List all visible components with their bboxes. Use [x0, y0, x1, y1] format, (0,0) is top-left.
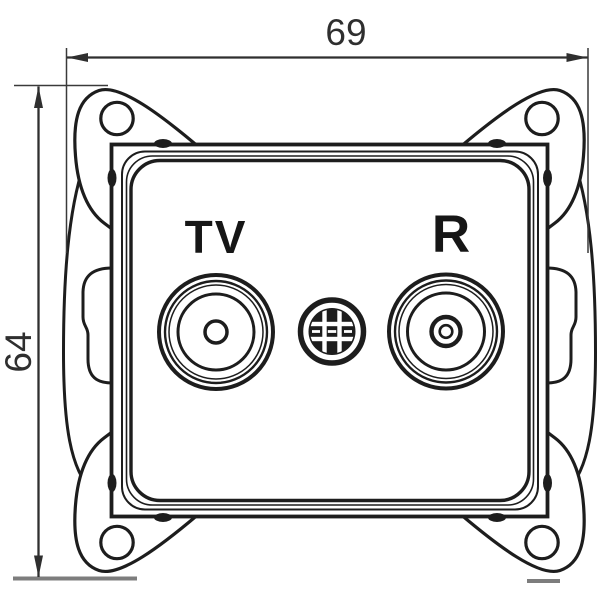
clip-nub-right-lower: [543, 474, 552, 492]
width-dimension: 69: [65, 12, 589, 253]
arrowhead-left: [67, 53, 88, 62]
socket-front-view: TV R: [61, 87, 598, 574]
ear-hole-top-left: [99, 100, 135, 137]
height-dimension: 64: [0, 84, 108, 577]
side-latch-right: [545, 266, 578, 385]
tv-coax-connector: [157, 273, 275, 391]
r-port-label: R: [432, 205, 470, 264]
arrowhead-bottom: [34, 555, 43, 577]
faceplate-inner-module: [129, 158, 531, 503]
arrowhead-top: [34, 86, 43, 108]
side-arc-right: [564, 163, 598, 494]
clip-nub-right-upper: [543, 169, 552, 187]
clip-nub-bottom-left: [154, 513, 172, 522]
clip-nub-left-lower: [107, 474, 117, 492]
ear-hole-bottom-right: [524, 524, 560, 561]
tv-center-pin: [203, 319, 229, 345]
side-arc-left: [61, 163, 95, 494]
screw-cross-slots: [310, 309, 354, 354]
r-center-socket: [429, 314, 463, 349]
arrowhead-right: [566, 53, 588, 62]
tv-port-label: TV: [185, 211, 248, 263]
ear-hole-top-right: [524, 100, 560, 137]
faceplate-seam: [125, 155, 535, 506]
height-value: 64: [0, 331, 39, 372]
center-fixing-screw: [297, 297, 367, 366]
faceplate-outer-edge: [121, 150, 539, 511]
clip-nub-left-upper: [107, 169, 117, 187]
clip-nub-top-right: [488, 139, 506, 148]
clip-nub-top-left: [154, 139, 172, 148]
r-coax-connector: [387, 272, 505, 391]
ear-hole-bottom-left: [99, 524, 135, 561]
datum-lines: [13, 576, 560, 583]
side-latch-left: [81, 266, 114, 385]
clip-nub-bottom-right: [488, 513, 506, 522]
width-value: 69: [325, 12, 366, 53]
